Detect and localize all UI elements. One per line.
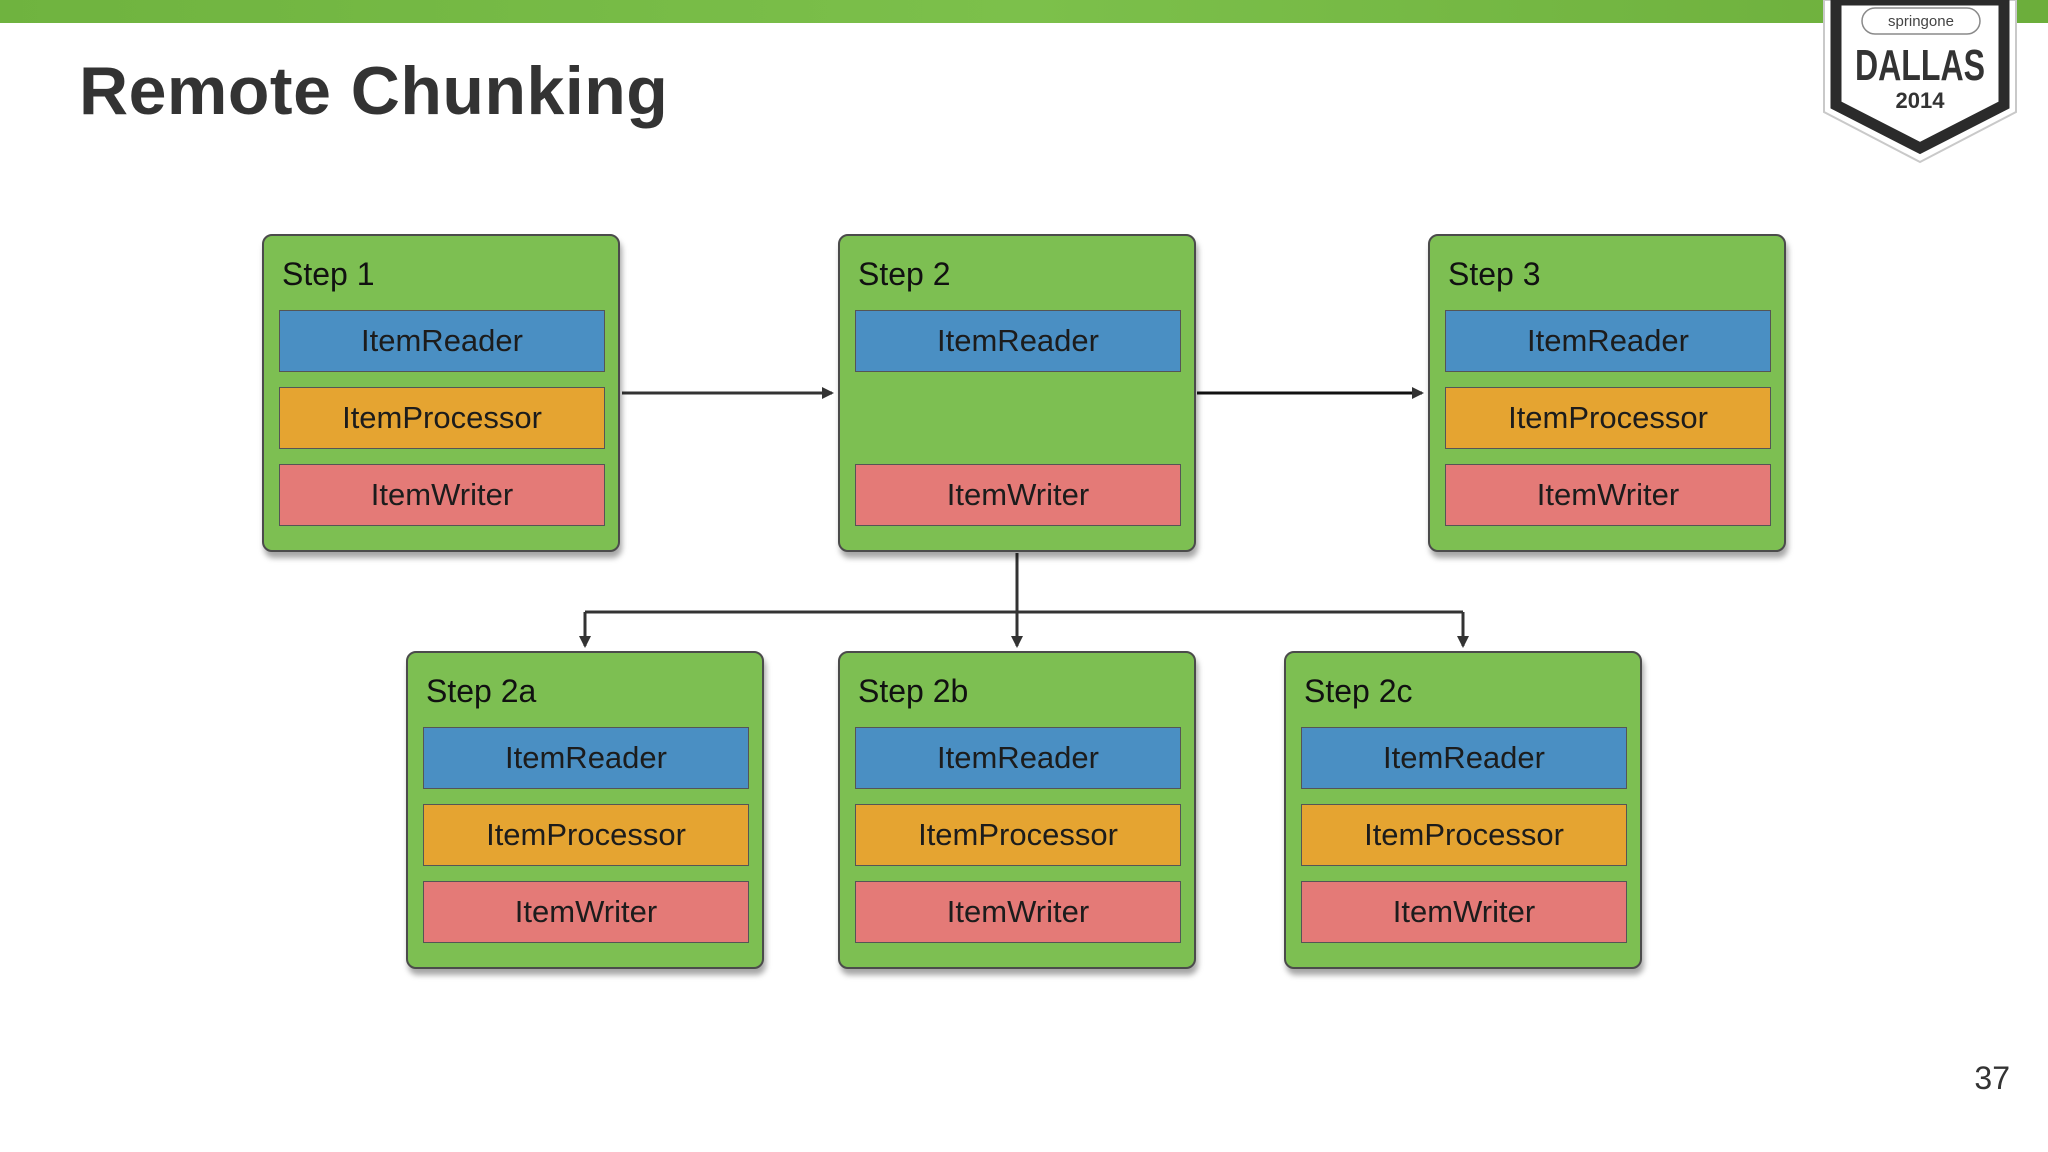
item-reader: ItemReader — [855, 310, 1181, 372]
step-2c-box: Step 2c ItemReader ItemProcessor ItemWri… — [1284, 651, 1642, 969]
step-title: Step 1 — [282, 256, 375, 292]
item-writer: ItemWriter — [1301, 881, 1627, 943]
item-processor: ItemProcessor — [855, 804, 1181, 866]
page-number: 37 — [1974, 1060, 2010, 1096]
badge-year: 2014 — [1896, 88, 1946, 113]
item-reader: ItemReader — [1445, 310, 1771, 372]
item-reader: ItemReader — [1301, 727, 1627, 789]
step-1-box: Step 1 ItemReader ItemProcessor ItemWrit… — [262, 234, 620, 552]
badge-brand: springone — [1888, 13, 1954, 30]
item-writer: ItemWriter — [1445, 464, 1771, 526]
item-writer: ItemWriter — [279, 464, 605, 526]
top-accent-bar — [0, 0, 2048, 23]
item-reader: ItemReader — [855, 727, 1181, 789]
step-title: Step 2c — [1304, 673, 1413, 709]
step-title: Step 3 — [1448, 256, 1541, 292]
item-writer: ItemWriter — [855, 881, 1181, 943]
item-processor: ItemProcessor — [1445, 387, 1771, 449]
item-writer: ItemWriter — [423, 881, 749, 943]
item-processor: ItemProcessor — [279, 387, 605, 449]
item-processor: ItemProcessor — [423, 804, 749, 866]
step-title: Step 2a — [426, 673, 537, 709]
badge-city: DALLAS — [1855, 41, 1985, 90]
step-3-box: Step 3 ItemReader ItemProcessor ItemWrit… — [1428, 234, 1786, 552]
step-2-box: Step 2 ItemReader ItemWriter — [838, 234, 1196, 552]
item-writer: ItemWriter — [855, 464, 1181, 526]
springone-dallas-badge: springone DALLAS 2014 — [1823, 0, 2017, 164]
item-processor: ItemProcessor — [1301, 804, 1627, 866]
step-2b-box: Step 2b ItemReader ItemProcessor ItemWri… — [838, 651, 1196, 969]
step-title: Step 2b — [858, 673, 969, 709]
item-reader: ItemReader — [279, 310, 605, 372]
step-title: Step 2 — [858, 256, 951, 292]
step-2a-box: Step 2a ItemReader ItemProcessor ItemWri… — [406, 651, 764, 969]
item-reader: ItemReader — [423, 727, 749, 789]
slide-title: Remote Chunking — [79, 53, 669, 129]
